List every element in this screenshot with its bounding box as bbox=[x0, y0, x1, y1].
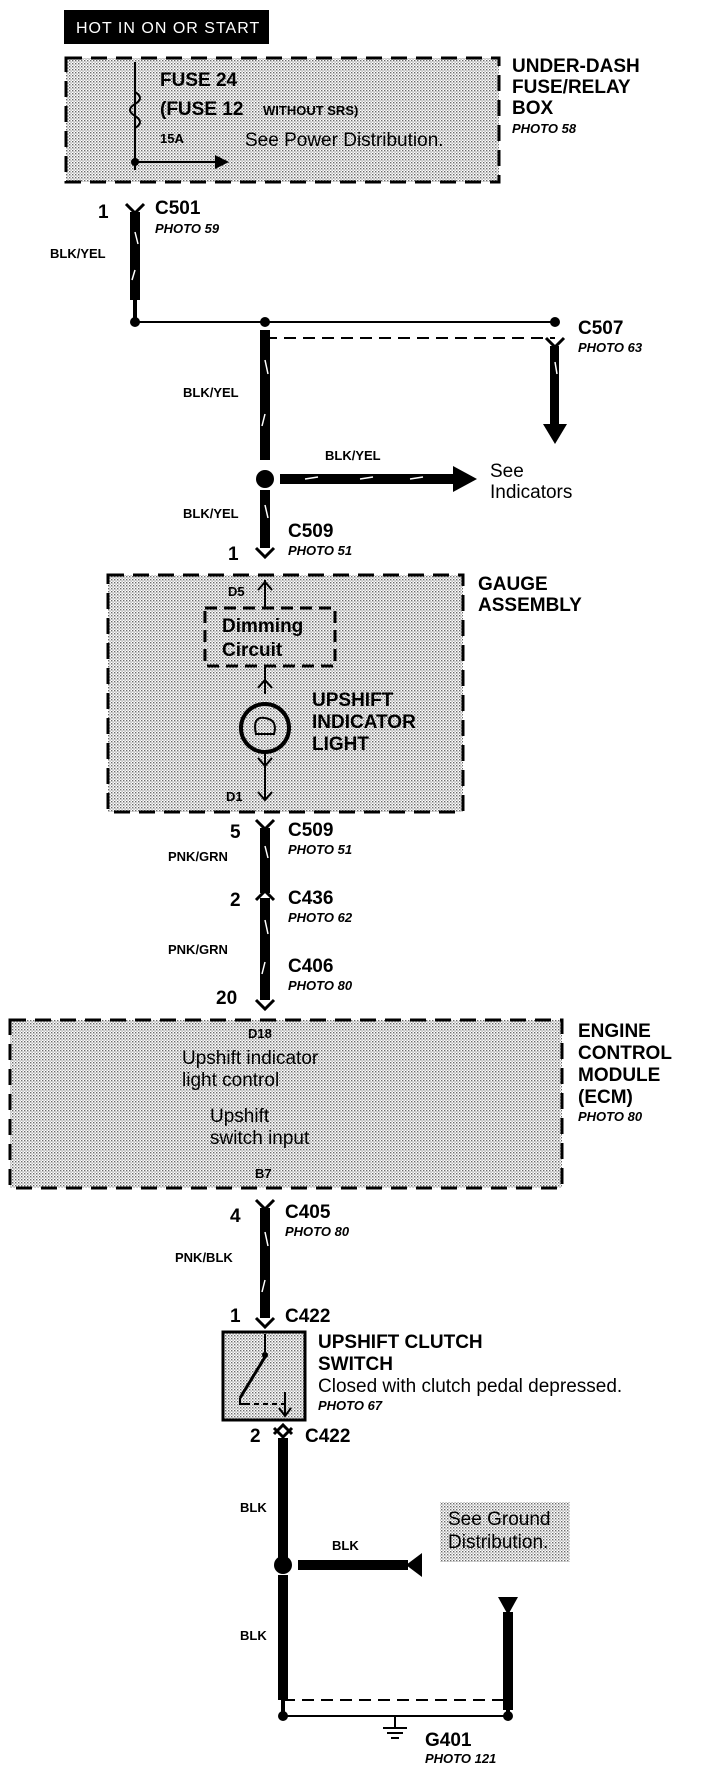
switch-photo: PHOTO 67 bbox=[318, 1398, 383, 1413]
c436-pin: 2 bbox=[230, 890, 241, 911]
wire-label-w5: PNK/GRN bbox=[168, 849, 228, 864]
fuse-alt: (FUSE 12 bbox=[160, 99, 243, 120]
c507-photo: PHOTO 63 bbox=[578, 340, 643, 355]
gauge-pin-bot: D1 bbox=[226, 789, 243, 804]
connector-c422-bottom: 2 C422 bbox=[250, 1422, 350, 1447]
c406-pin: 20 bbox=[216, 988, 237, 1009]
connector-c509-bottom: 5 C509 PHOTO 51 PNK/GRN bbox=[168, 818, 352, 902]
wire-segment-w2: BLK/YEL bbox=[183, 330, 270, 460]
wire-label-w10: BLK bbox=[240, 1628, 267, 1643]
c405-pin: 4 bbox=[230, 1206, 241, 1227]
ecm-text2-line2: switch input bbox=[210, 1128, 310, 1149]
ecm-module: D18 Upshift indicator light control Upsh… bbox=[8, 1018, 672, 1190]
splice-to-indicators: BLK/YEL See Indicators bbox=[256, 448, 572, 503]
hot-in-header: HOT IN ON OR START bbox=[64, 10, 269, 44]
switch-title-2: SWITCH bbox=[318, 1354, 393, 1375]
wire-label-w9: BLK bbox=[332, 1538, 359, 1553]
gauge-title-2: ASSEMBLY bbox=[478, 595, 582, 616]
c501-name: C501 bbox=[155, 198, 201, 219]
see-indicators-1: See bbox=[490, 461, 524, 482]
see-ground-1: See Ground bbox=[448, 1509, 550, 1530]
c509-bot-pin: 5 bbox=[230, 822, 241, 843]
c509-top-name: C509 bbox=[288, 521, 333, 542]
c509-bot-photo: PHOTO 51 bbox=[288, 842, 352, 857]
switch-desc: Closed with clutch pedal depressed. bbox=[318, 1376, 622, 1397]
wire-label-w8: BLK bbox=[240, 1500, 267, 1515]
switch-contact-icon bbox=[238, 1356, 267, 1399]
ground-down-arrow-icon bbox=[498, 1597, 518, 1615]
ecm-photo: PHOTO 80 bbox=[578, 1109, 643, 1124]
wire-label-w6: PNK/GRN bbox=[168, 942, 228, 957]
wire-label-w4: BLK/YEL bbox=[183, 506, 239, 521]
power-arrow-icon bbox=[215, 155, 229, 169]
wire-segment-w4: BLK/YEL 1 C509 PHOTO 51 bbox=[183, 490, 352, 565]
connector-c507: C507 PHOTO 63 bbox=[543, 318, 643, 444]
connector-c405: 4 C405 PHOTO 80 PNK/BLK 1 C422 bbox=[175, 1198, 350, 1330]
ground-photo: PHOTO 121 bbox=[425, 1751, 496, 1766]
c406-name: C406 bbox=[288, 956, 333, 977]
gauge-title-1: GAUGE bbox=[478, 574, 548, 595]
c422-bot-pin: 2 bbox=[250, 1426, 261, 1447]
c509-top-photo: PHOTO 51 bbox=[288, 543, 352, 558]
ecm-text2-line1: Upshift bbox=[210, 1106, 270, 1127]
c405-name: C405 bbox=[285, 1202, 331, 1223]
dimming-line-1: Dimming bbox=[222, 616, 303, 637]
see-indicators-2: Indicators bbox=[490, 482, 572, 503]
ground-wiring: BLK BLK See Ground Distribution. BLK G40… bbox=[240, 1438, 570, 1766]
fuse-box-title-1: UNDER-DASH bbox=[512, 56, 640, 77]
ecm-pin-bot: B7 bbox=[255, 1166, 272, 1181]
fuse-relay-box: FUSE 24 (FUSE 12 WITHOUT SRS) 15A See Po… bbox=[64, 56, 640, 184]
dimming-line-2: Circuit bbox=[222, 640, 283, 661]
ground-symbol-icon bbox=[383, 1716, 407, 1739]
c501-photo: PHOTO 59 bbox=[155, 221, 220, 236]
gauge-assembly: GAUGE ASSEMBLY D5 Dimming Circuit UPSHIF… bbox=[106, 573, 582, 814]
ground-name: G401 bbox=[425, 1730, 472, 1751]
fuse-box-title-2: FUSE/RELAY bbox=[512, 77, 631, 98]
see-power-distribution: See Power Distribution. bbox=[245, 130, 444, 151]
gauge-pin-top: D5 bbox=[228, 584, 245, 599]
ecm-title-4: (ECM) bbox=[578, 1087, 633, 1108]
fuse-amp: 15A bbox=[160, 131, 184, 146]
c509-bot-name: C509 bbox=[288, 820, 333, 841]
wire-label-w3: BLK/YEL bbox=[325, 448, 381, 463]
connector-c436-c406: 2 C436 PHOTO 62 PNK/GRN C406 PHOTO 80 20 bbox=[168, 888, 353, 1012]
fuse-name: FUSE 24 bbox=[160, 70, 238, 91]
c507-name: C507 bbox=[578, 318, 623, 339]
light-line-1: UPSHIFT bbox=[312, 690, 394, 711]
c509-top-pin: 1 bbox=[228, 544, 239, 565]
ecm-pin-top: D18 bbox=[248, 1026, 272, 1041]
light-line-3: LIGHT bbox=[312, 734, 369, 755]
ecm-text1-line2: light control bbox=[182, 1070, 279, 1091]
c436-photo: PHOTO 62 bbox=[288, 910, 353, 925]
ground-ref-arrow-icon bbox=[406, 1553, 422, 1577]
c422-top-pin: 1 bbox=[230, 1306, 241, 1327]
c406-photo: PHOTO 80 bbox=[288, 978, 353, 993]
upshift-clutch-switch: UPSHIFT CLUTCH SWITCH Closed with clutch… bbox=[221, 1330, 622, 1422]
c507-arrow-icon bbox=[543, 424, 567, 444]
fuse-box-photo: PHOTO 58 bbox=[512, 121, 577, 136]
splice-bus bbox=[130, 300, 560, 339]
c501-pin: 1 bbox=[98, 202, 109, 223]
fuse-symbol bbox=[129, 91, 141, 129]
light-line-2: INDICATOR bbox=[312, 712, 416, 733]
ecm-title-1: ENGINE bbox=[578, 1021, 651, 1042]
fuse-box-title-3: BOX bbox=[512, 98, 554, 119]
wire-label-w1: BLK/YEL bbox=[50, 246, 106, 261]
connector-c501: 1 C501 PHOTO 59 BLK/YEL bbox=[50, 198, 220, 300]
switch-title-1: UPSHIFT CLUTCH bbox=[318, 1332, 483, 1353]
c436-name: C436 bbox=[288, 888, 333, 909]
c422-bot-name: C422 bbox=[305, 1426, 350, 1447]
wire-label-w2: BLK/YEL bbox=[183, 385, 239, 400]
wire-label-w7: PNK/BLK bbox=[175, 1250, 233, 1265]
c405-photo: PHOTO 80 bbox=[285, 1224, 350, 1239]
ecm-title-3: MODULE bbox=[578, 1065, 660, 1086]
fuse-alt-note: WITHOUT SRS) bbox=[263, 103, 358, 118]
ecm-title-2: CONTROL bbox=[578, 1043, 672, 1064]
c422-top-name: C422 bbox=[285, 1306, 330, 1327]
see-ground-2: Distribution. bbox=[448, 1532, 548, 1553]
header-label: HOT IN ON OR START bbox=[76, 20, 260, 37]
ecm-text1-line1: Upshift indicator bbox=[182, 1048, 319, 1069]
indicators-arrow-icon bbox=[453, 466, 477, 492]
